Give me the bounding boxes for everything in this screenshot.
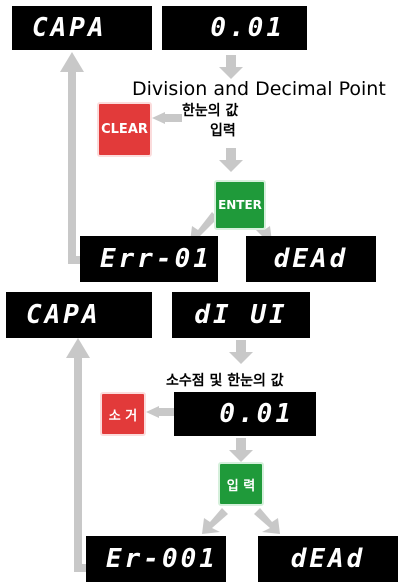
down-arrow-stem-3 [236,340,246,354]
error-display-2: Er-001 [86,536,226,582]
return-line [68,70,76,260]
input-label-2: 소수점 및 한눈의 값 [166,373,284,389]
input-label-line1: 한눈의 값 [182,103,239,119]
diag-arrow-left-2 [202,508,228,534]
dead-display-2: dEAd [258,536,398,582]
up-arrow [60,52,84,72]
enter-button-2-label: 입 력 [226,478,256,494]
dead-display: dEAd [246,236,376,282]
down-arrow-stem-2 [226,148,236,162]
capa-display: CAPA [12,6,152,50]
down-arrow-head-2 [219,160,243,172]
left-arrow-stem [164,114,182,122]
clear-button-2[interactable]: 소 거 [100,392,146,436]
enter-button-label: ENTER [218,198,262,212]
clear-button[interactable]: CLEAR [97,102,152,157]
value-display: 0.01 [162,6,307,50]
diag-arrow-right-2 [254,508,280,534]
down-arrow-head-3 [229,352,253,364]
left-arrow-2 [146,406,159,418]
error-display: Err-01 [80,236,218,282]
input-label-line2: 입력 [210,123,236,139]
return-line-foot-2 [74,564,86,572]
down-arrow-head-4 [229,450,253,462]
division-decimal-heading: Division and Decimal Point [132,78,386,100]
clear-button-2-label: 소 거 [108,408,138,424]
down-arrow-stem-4 [236,438,246,452]
capa-display-2: CAPA [6,292,152,338]
diag-arrow-left [190,212,218,242]
down-arrow-head [219,67,243,79]
div-display: dI UI [172,292,310,338]
enter-button[interactable]: ENTER [214,180,266,230]
return-line-foot [68,256,82,264]
enter-button-2[interactable]: 입 력 [218,462,264,506]
up-arrow-2 [66,338,90,358]
value-display-2: 0.01 [174,392,316,436]
return-line-2 [74,356,82,572]
left-arrow [152,112,165,124]
down-arrow-stem [226,55,236,69]
clear-button-label: CLEAR [101,122,148,137]
left-arrow-stem-2 [158,408,176,416]
